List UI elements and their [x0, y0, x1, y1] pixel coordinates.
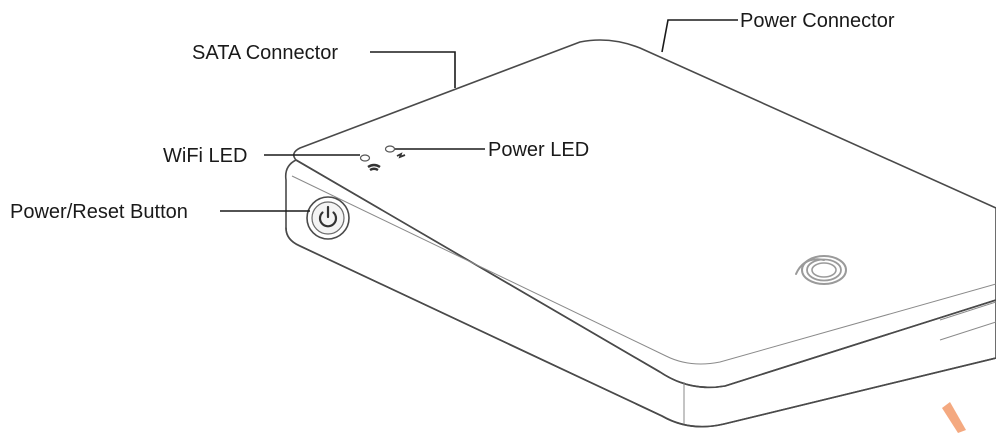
wifi-led [359, 154, 381, 172]
wifi-led-label: WiFi LED [163, 145, 247, 167]
device-seam-line [291, 175, 996, 365]
sata-connector-leader [370, 51, 456, 88]
device-top-face [292, 39, 996, 389]
power-reset-button[interactable] [306, 196, 350, 240]
device-body [284, 39, 996, 428]
device-bottom-edge [285, 227, 996, 428]
sata-connector-label: SATA Connector [192, 42, 338, 64]
power-reset-button-label: Power/Reset Button [10, 201, 188, 223]
wifi-icon [367, 163, 381, 172]
callout-leaders [220, 19, 738, 212]
device-left-side [284, 159, 996, 428]
accent-mark [942, 402, 966, 433]
lightning-icon [396, 152, 406, 159]
power-led-lamp [384, 145, 396, 153]
power-connector-label: Power Connector [740, 10, 895, 32]
power-connector-leader [661, 19, 738, 53]
power-icon [318, 205, 338, 228]
device-right-edge-detail [939, 301, 996, 341]
seagate-swirl-logo [795, 255, 847, 285]
power-led-label: Power LED [488, 139, 589, 161]
wifi-led-lamp [359, 154, 371, 162]
power-led [384, 145, 406, 159]
